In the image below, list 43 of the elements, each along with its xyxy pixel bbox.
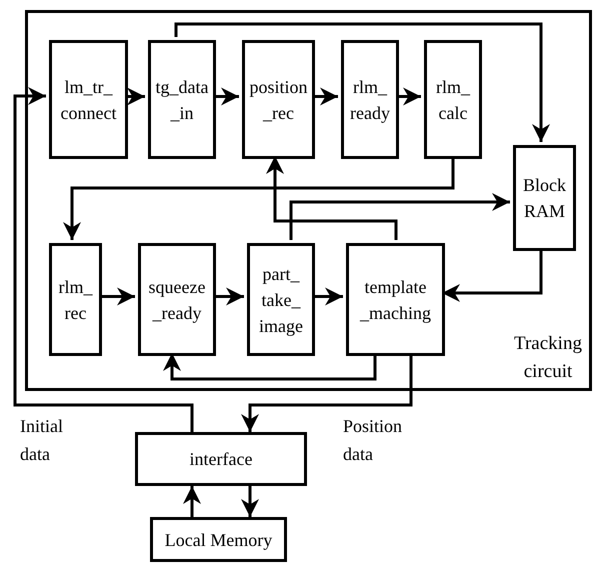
module-box [135,432,307,486]
arrow [163,353,376,380]
module-box [247,243,315,356]
module-box [242,40,315,159]
module-label: squeeze _ready [148,276,206,325]
module-box [148,40,216,159]
arrow [241,353,412,432]
module-box [513,145,576,251]
module-box [49,40,128,159]
circuit-boundary [25,10,592,391]
boundary-label: Tracking circuit [513,332,583,384]
module-label: lm_tr_ connect [60,76,118,124]
module-box [341,40,399,159]
module-box [138,243,216,356]
module-label: part_ take_ image [258,262,304,338]
module-label: interface [190,448,252,471]
arrow [396,88,421,106]
arrow [442,248,542,302]
arrow [125,88,145,106]
module-box [346,243,445,356]
arrow [14,87,194,432]
arrow [174,22,550,142]
module-label: Local Memory [164,528,272,552]
module-label: Block RAM [522,174,567,223]
arrow [183,486,201,517]
module-label: rlm_ ready [349,76,391,125]
module-box [424,40,482,159]
module-label: template _maching [358,276,432,325]
arrow [99,288,135,306]
arrow [312,288,343,306]
arrow [266,156,398,240]
arrow [312,88,338,106]
module-box [150,517,287,562]
arrow [290,193,510,240]
module-box [49,243,102,356]
arrow [63,156,454,240]
arrow [213,88,239,106]
arrow [241,486,259,517]
arrow [213,288,244,306]
module-label: position _rec [248,76,308,124]
module-label: rlm_ calc [435,76,472,124]
module-label: tg_data _in [154,76,210,124]
module-label: rlm_ rec [58,276,94,324]
